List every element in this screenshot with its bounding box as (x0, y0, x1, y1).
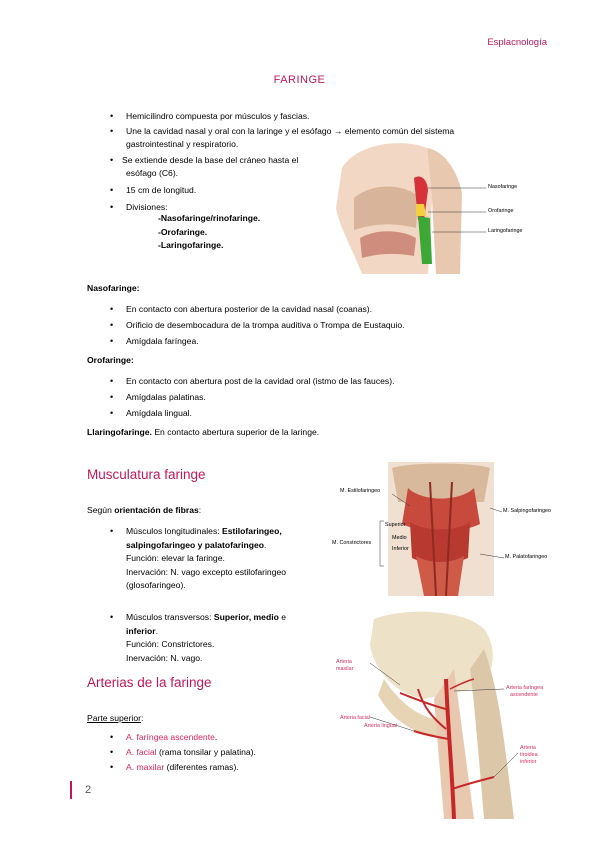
figure-label: M. Constrictores (332, 540, 372, 546)
figure-label: ascendente (510, 692, 538, 698)
list-item: •A. faríngea ascendente. (110, 732, 218, 742)
list-item-continuation: esófago (C6). (126, 168, 179, 178)
pharynx-muscles-illustration (379, 462, 505, 597)
list-item: •Músculos transversos: Superior, medio e… (110, 612, 287, 663)
figure-label: M. Estilofaringeo (340, 488, 381, 494)
figure-label: M. Palatofaringeo (505, 554, 548, 560)
orofaringe-label: Orofaringe: (87, 355, 134, 365)
page-number: 2 (85, 784, 92, 796)
page-title: FARINGE (273, 74, 326, 86)
division-item: -Laringofaringe. (158, 240, 224, 250)
list-item: •Amígdala lingual. (110, 408, 192, 418)
divisions-list: -Nasofaringe/rinofaringe. -Orofaringe. -… (158, 212, 260, 253)
list-item: •Músculos longitudinales: Estilofaringeo… (110, 526, 287, 590)
page-number-bar (70, 781, 72, 799)
division-item: -Orofaringe. (158, 226, 208, 237)
list-item: •Hemicilindro compuesta por músculos y f… (110, 111, 310, 121)
orientation-line: Según orientación de fibras: (87, 505, 202, 515)
figure-label: tiroidea (520, 752, 538, 758)
muscles-trans-list: •Músculos transversos: Superior, medio e… (110, 611, 326, 665)
figure-label: Orofaringe (488, 208, 514, 214)
orofaringe-list: •En contacto con abertura post de la cav… (110, 375, 506, 420)
figure-label: Arteria (336, 659, 352, 665)
figure-label: Arteria (520, 745, 536, 751)
running-header: Esplacnología (487, 37, 547, 48)
figure-label: M. Salpingofaringeo (503, 508, 551, 514)
division-item: -Nasofaringe/rinofaringe. (158, 213, 261, 223)
figure-label: Laringofaringe (488, 228, 523, 234)
intro-list: •Hemicilindro compuesta por músculos y f… (110, 110, 516, 153)
list-item: •A. maxilar (diferentes ramas). (110, 762, 239, 772)
pharynx-arteries-illustration (369, 611, 519, 820)
pharynx-sagittal-illustration (332, 138, 532, 274)
laringofaringe-line: Llaringofaringe. En contacto abertura su… (87, 427, 320, 437)
part-label: Parte superior: (87, 713, 144, 723)
figure-label: Medio (392, 535, 407, 541)
nasofaringe-label: Nasofaringe: (87, 283, 140, 293)
list-item-continuation: gastrointestinal y respiratorio. (126, 139, 239, 149)
list-item: •15 cm de longitud. (110, 185, 197, 195)
pharynx-arteries-figure: Arteria maxilar Arteria faríngea ascende… (334, 609, 560, 820)
pharynx-sagittal-figure: Nasofaringe Orofaringe Laringofaringe (332, 138, 532, 274)
nasofaringe-list: •En contacto con abertura posterior de l… (110, 303, 506, 348)
figure-label: inferior (520, 759, 537, 765)
figure-label: Arteria lingual (364, 723, 397, 729)
section-heading: Arterias de la faringe (87, 675, 212, 690)
list-item: •A. facial (rama tonsilar y palatina). (110, 747, 256, 757)
figure-label: maxilar (336, 666, 354, 672)
figure-label: Nasofaringe (488, 184, 518, 190)
pharynx-muscles-figure: M. Estilofaringeo M. Salpingofaringeo M.… (330, 462, 558, 597)
list-item: •En contacto con abertura post de la cav… (110, 376, 395, 386)
section-heading: Musculatura faringe (87, 467, 206, 482)
list-item: •Se extiende desde la base del cráneo ha… (110, 155, 299, 165)
list-item: •Amígdalas palatinas. (110, 392, 206, 402)
figure-label: Superior (385, 522, 406, 528)
figure-label: Arteria faríngea (506, 685, 544, 691)
figure-label: Inferior (392, 546, 409, 552)
intro-list-2: •Se extiende desde la base del cráneo ha… (110, 154, 326, 214)
list-item: •Une la cavidad nasal y oral con la lari… (110, 126, 455, 136)
figure-label: Arteria facial (340, 715, 370, 721)
muscles-long-list: •Músculos longitudinales: Estilofaringeo… (110, 525, 326, 593)
list-item: •Divisiones: (110, 202, 168, 212)
list-item: •En contacto con abertura posterior de l… (110, 304, 373, 314)
list-item: •Orificio de desembocadura de la trompa … (110, 320, 405, 330)
list-item: •Amígdala faríngea. (110, 336, 199, 346)
arteries-list: •A. faríngea ascendente. •A. facial (ram… (110, 731, 326, 774)
